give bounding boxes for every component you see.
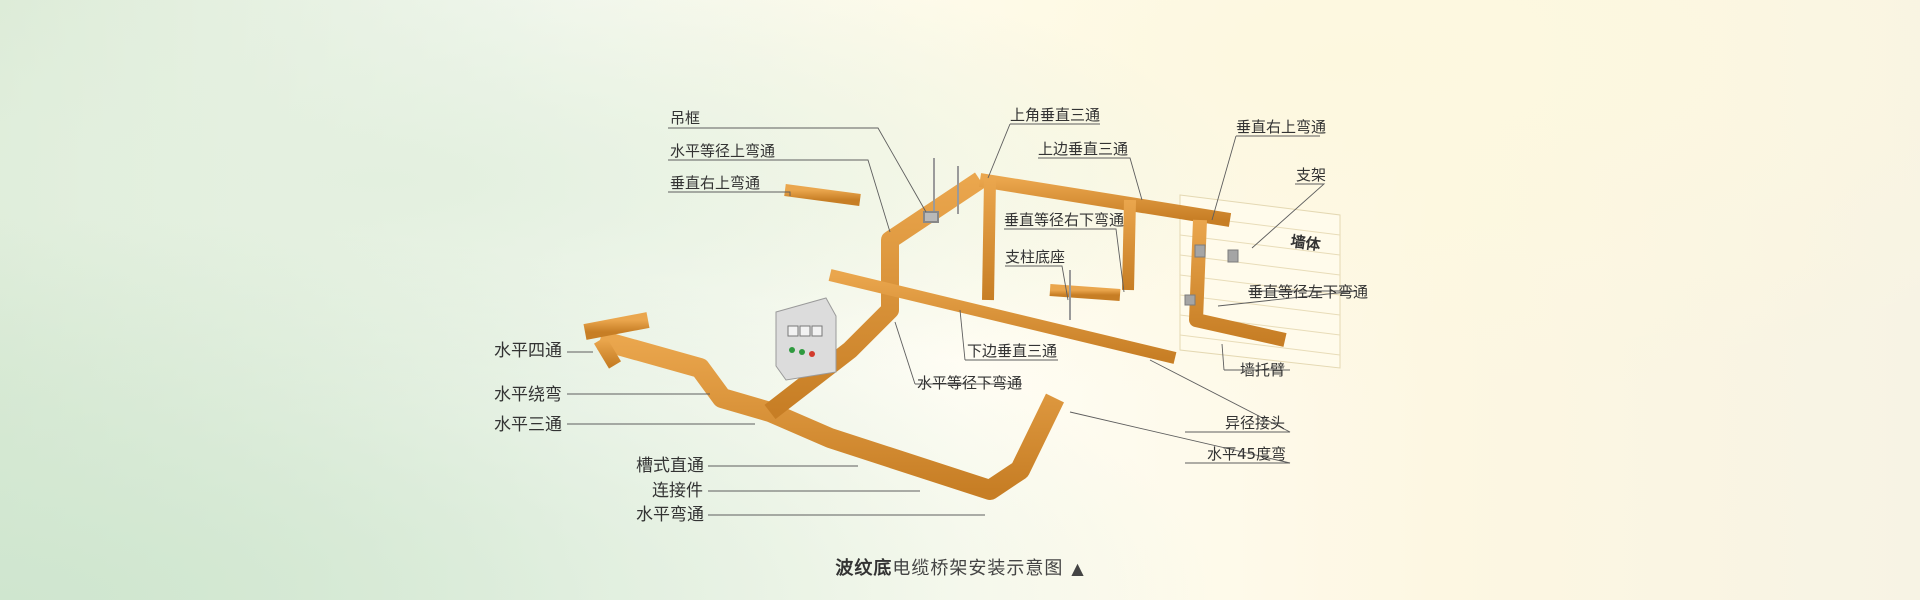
leader-lines [567, 123, 1357, 516]
hanger-frame [923, 158, 1071, 320]
label-horizontal-45-bend: 水平45度弯 [1207, 445, 1286, 463]
label-horizontal-equal-up-bend: 水平等径上弯通 [670, 142, 775, 160]
control-box [775, 297, 837, 381]
label-support: 支架 [1296, 166, 1326, 184]
label-hanger-frame: 吊框 [670, 109, 700, 127]
label-lower-side-vertical-tee: 下边垂直三通 [967, 342, 1057, 360]
diagram-labels: 吊框 上角垂直三通 垂直右上弯通 水平等径上弯通 上边垂直三通 支架 垂直右上弯… [494, 106, 1368, 525]
label-horizontal-equal-down-bend: 水平等径下弯通 [917, 374, 1022, 392]
label-horizontal-detour-bend: 水平绕弯 [494, 385, 562, 405]
label-connector: 连接件 [652, 481, 703, 501]
label-wall-bracket: 墙托臂 [1240, 361, 1285, 379]
label-vertical-equal-left-down-bend: 垂直等径左下弯通 [1248, 283, 1368, 301]
diagram-caption: 波纹底电缆桥架安装示意图 ▲ [0, 554, 1920, 580]
label-vertical-right-up-bend-left: 垂直右上弯通 [670, 174, 760, 192]
label-straight-trough: 槽式直通 [636, 456, 704, 476]
caption-rest: 电缆桥架安装示意图 [892, 558, 1064, 579]
label-reducer: 异径接头 [1225, 414, 1285, 432]
label-vertical-right-up-bend-top: 垂直右上弯通 [1236, 118, 1326, 136]
wall-brackets [1184, 244, 1239, 306]
label-upper-angle-vertical-tee: 上角垂直三通 [1010, 106, 1100, 124]
label-upper-side-vertical-tee: 上边垂直三通 [1038, 140, 1128, 158]
label-horizontal-cross: 水平四通 [494, 341, 562, 361]
caption-triangle-icon: ▲ [1071, 559, 1085, 578]
label-wall: 墙体 [1289, 232, 1322, 254]
label-column-base: 支柱底座 [1005, 248, 1065, 266]
label-horizontal-bend: 水平弯通 [636, 505, 704, 525]
caption-bold-part: 波纹底 [835, 558, 893, 579]
label-horizontal-tee: 水平三通 [494, 415, 562, 435]
label-vertical-equal-right-down-bend: 垂直等径右下弯通 [1004, 211, 1124, 229]
